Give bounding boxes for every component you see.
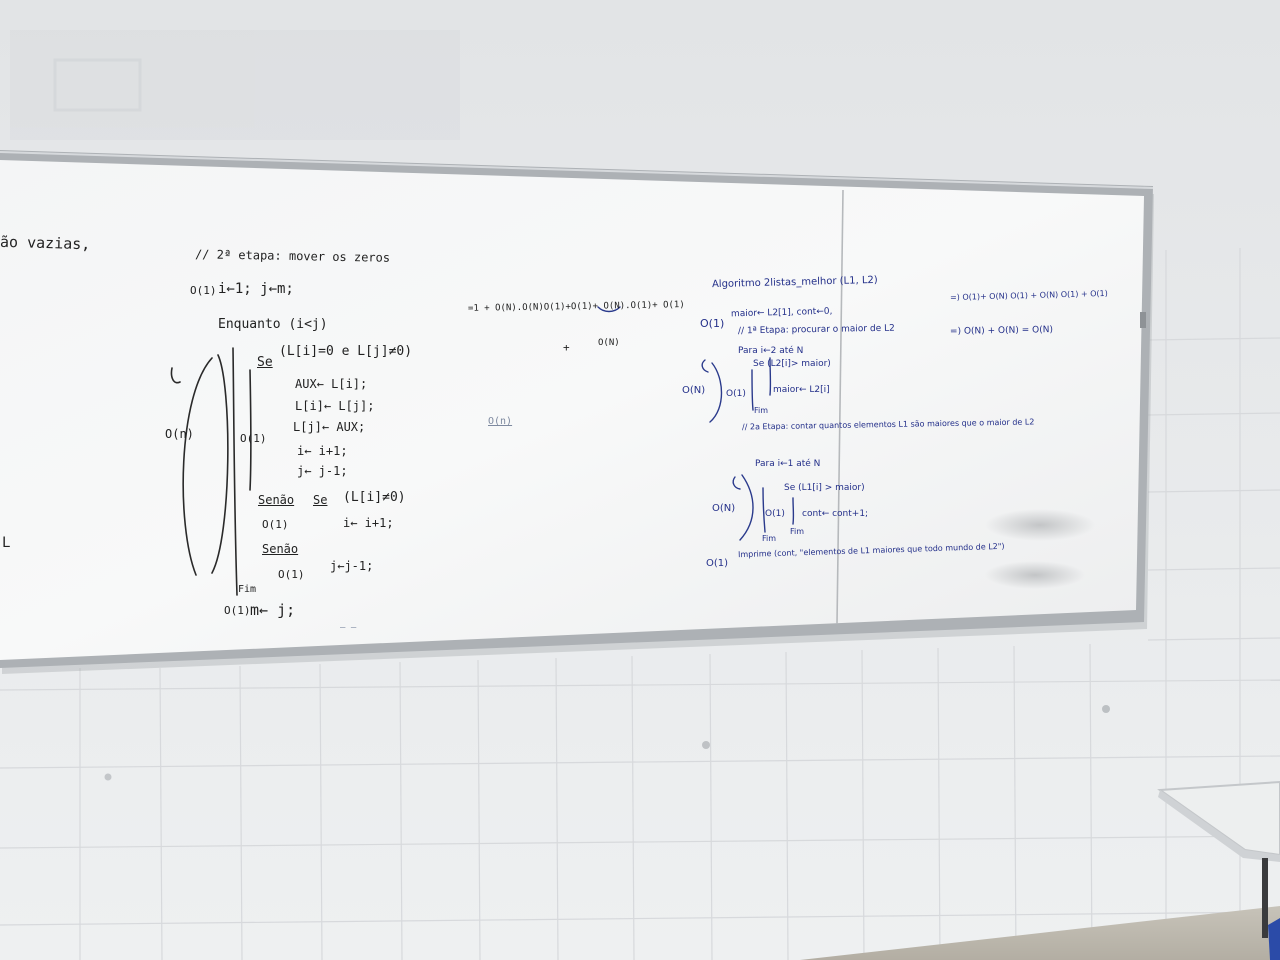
- board-surface: [0, 160, 1144, 660]
- left-edge-letter: L: [2, 535, 11, 551]
- if2-body: cont← cont+1;: [802, 509, 869, 519]
- if2: Se (L1[i] > maior): [784, 483, 865, 493]
- else-cost: O(1): [262, 518, 289, 531]
- complexity-sum-result: O(N): [598, 338, 620, 348]
- init-cost: O(1): [190, 284, 217, 297]
- left-edge-text: ão vazias,: [0, 232, 91, 254]
- else-keyword: Senão: [258, 493, 295, 507]
- loop1-cost: O(N): [682, 385, 706, 396]
- final-line: m← j;: [250, 601, 296, 619]
- floor: [800, 906, 1280, 960]
- if-body-line: L[j]← AUX;: [293, 420, 366, 434]
- right-code-brackets: [597, 306, 795, 541]
- stage-header: // 2ª etapa: mover os zeros: [194, 247, 391, 265]
- loop2-cost: O(N): [712, 503, 736, 514]
- bottom-faint-marks: — —: [340, 623, 357, 633]
- loop1: Para i←2 até N: [738, 346, 804, 356]
- print-cost: O(1): [706, 558, 729, 569]
- if-keyword: Se: [257, 355, 273, 370]
- loop2: Para i←1 até N: [755, 459, 821, 469]
- board-smudge: [985, 509, 1095, 541]
- if-body-line: j← j-1;: [297, 464, 348, 478]
- board-smudge: [985, 561, 1085, 589]
- wall-screw: [1102, 705, 1110, 713]
- if-body-line: L[i]← L[j];: [295, 399, 375, 413]
- else2-keyword: Senão: [262, 542, 299, 556]
- line1-cost: O(1): [700, 317, 725, 330]
- middle-note: O(n): [488, 416, 513, 427]
- else2-cost: O(1): [278, 568, 305, 581]
- else-if-keyword: Se: [313, 493, 328, 507]
- board-seam: [836, 189, 844, 625]
- board-clip: [1140, 312, 1146, 328]
- if1-body: maior← L2[i]: [773, 385, 830, 395]
- left-code-brackets: [170, 347, 252, 596]
- if1: Se (L2[i]> maior): [753, 359, 831, 369]
- if-body-line: i← i+1;: [297, 444, 348, 458]
- end-keyword: Fim: [238, 584, 257, 595]
- if-condition: (L[i]=0 e L[j]≠0): [279, 344, 413, 359]
- else2-body: j←j-1;: [330, 559, 374, 573]
- inner-cost: O(1): [240, 432, 267, 445]
- projector-reflection: [10, 30, 460, 140]
- while-line: Enquanto (i<j): [218, 317, 328, 332]
- end2: Fim: [762, 534, 777, 543]
- if2-cost: O(1): [765, 509, 785, 519]
- if1-cost: O(1): [726, 389, 746, 399]
- desk: [1157, 780, 1280, 960]
- wall-screw: [702, 741, 710, 749]
- outer-cost: O(n): [165, 427, 194, 441]
- calc-line2: =) O(N) + O(N) = O(N): [949, 325, 1054, 337]
- final-cost: O(1): [224, 604, 251, 617]
- board-frame-highlight: [0, 151, 1154, 189]
- complexity-sum-plus: +: [563, 341, 570, 354]
- wall-tiles: [0, 248, 1280, 960]
- end2-inner: Fim: [790, 527, 805, 536]
- wall-screw: [104, 773, 112, 781]
- if-body-line: AUX← L[i];: [295, 377, 368, 391]
- init-line: i←1; j←m;: [218, 281, 294, 297]
- else-if-condition: (L[i]≠0): [343, 490, 406, 505]
- end1: Fim: [754, 406, 769, 415]
- else-if-body: i← i+1;: [343, 516, 394, 530]
